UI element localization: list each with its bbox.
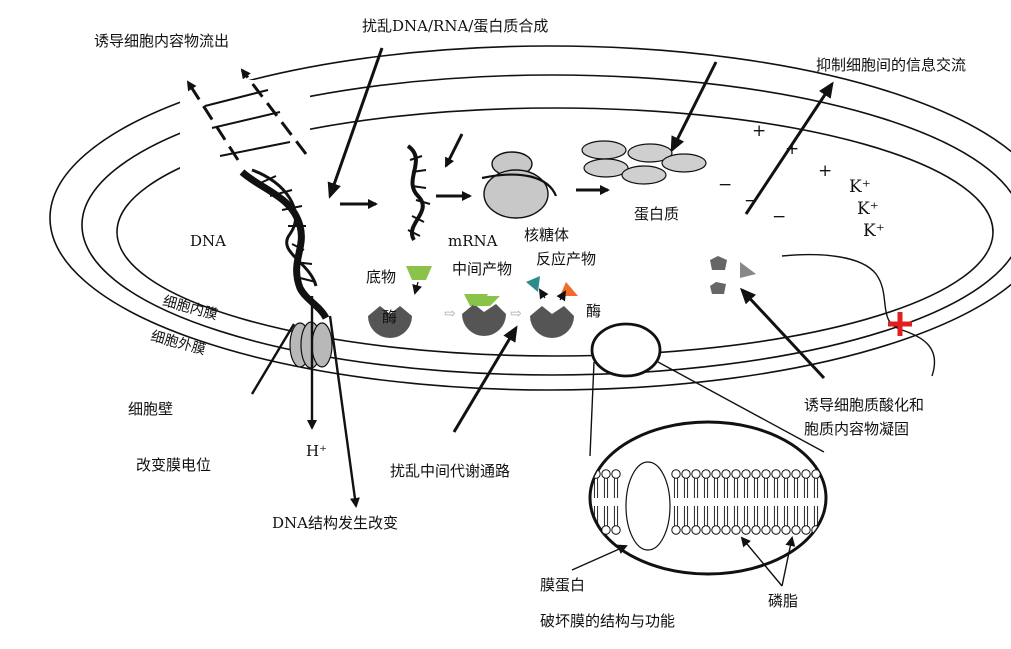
dna-change-label: DNA结构发生改变 bbox=[272, 514, 398, 532]
cell-wall-ring bbox=[49, 45, 1011, 391]
phospholipid-head bbox=[711, 525, 721, 535]
k-ion-2: K⁺ bbox=[857, 199, 879, 219]
phospholipid-pointer bbox=[740, 536, 796, 587]
phospholipid-head bbox=[721, 469, 731, 479]
phospholipid-head bbox=[741, 525, 751, 535]
outflow-arrows bbox=[186, 68, 308, 161]
phospholipid-head bbox=[711, 469, 721, 479]
destroy-membrane-label: 破坏膜的结构与功能 bbox=[540, 612, 675, 630]
membrane-zoom bbox=[588, 322, 828, 576]
phospholipid-head bbox=[741, 469, 751, 479]
substrate-label: 底物 bbox=[366, 268, 396, 286]
enzyme-right-label: 酶 bbox=[586, 302, 601, 320]
phospholipid-head bbox=[601, 525, 611, 535]
intermediate-label: 中间产物 bbox=[452, 260, 512, 278]
phospholipid-head bbox=[781, 525, 791, 535]
phospholipid-head bbox=[681, 525, 691, 535]
phospholipid-head bbox=[731, 469, 741, 479]
dna-helix bbox=[239, 168, 330, 320]
phospholipid-head bbox=[801, 469, 811, 479]
inhibit-communication-arrow bbox=[744, 81, 834, 215]
plus-charge-3: + bbox=[818, 161, 832, 181]
ribosome-label: 核糖体 bbox=[524, 226, 569, 244]
phospholipid-head bbox=[701, 525, 711, 535]
enzyme-pathway: ⇨ ⇨ bbox=[368, 266, 578, 338]
phospholipid-head bbox=[791, 469, 801, 479]
k-ion-1: K⁺ bbox=[849, 177, 871, 197]
outer-membrane-ring bbox=[81, 74, 1011, 376]
inhibit-communication-label: 抑制细胞间的信息交流 bbox=[816, 56, 966, 74]
phospholipid-head bbox=[721, 525, 731, 535]
acidify-label-line2: 胞质内容物凝固 bbox=[804, 420, 909, 438]
protein-cluster bbox=[581, 140, 707, 185]
acid-particles bbox=[710, 256, 756, 294]
cell-envelope bbox=[49, 45, 1011, 391]
reaction-product-label: 反应产物 bbox=[536, 250, 596, 268]
phospholipid-head bbox=[801, 525, 811, 535]
svg-text:⇨: ⇨ bbox=[444, 306, 456, 322]
protein-label: 蛋白质 bbox=[634, 205, 679, 223]
mrna-disrupt-arrow bbox=[444, 133, 464, 168]
minus-charge-2: − bbox=[744, 191, 758, 211]
phospholipid-head bbox=[761, 525, 771, 535]
inner-membrane-ring bbox=[116, 107, 994, 357]
enzyme-left-label: 酶 bbox=[382, 308, 397, 326]
signal-wire bbox=[781, 253, 936, 377]
phospholipid-head bbox=[611, 525, 621, 535]
phospholipid-head bbox=[781, 469, 791, 479]
membrane-protein-pointer bbox=[571, 544, 628, 571]
ribosome bbox=[481, 151, 558, 219]
phospholipid-head bbox=[601, 469, 611, 479]
dna-change-arrow bbox=[328, 315, 360, 508]
cell-wall-label: 细胞壁 bbox=[128, 400, 173, 418]
block-mark-icon bbox=[888, 312, 912, 336]
plus-charge-1: + bbox=[752, 121, 766, 141]
k-ion-3: K⁺ bbox=[863, 221, 885, 241]
dna-label: DNA bbox=[190, 232, 226, 250]
h-plus-label: H⁺ bbox=[306, 442, 327, 460]
disrupt-metabolism-arrow bbox=[452, 325, 518, 433]
phospholipid-head bbox=[751, 525, 761, 535]
phospholipid-head bbox=[771, 469, 781, 479]
inner-membrane-label: 细胞内膜 bbox=[161, 293, 219, 323]
phospholipid-head bbox=[611, 469, 621, 479]
phospholipid-head bbox=[731, 525, 741, 535]
phospholipid-head bbox=[671, 469, 681, 479]
phospholipid-head bbox=[701, 469, 711, 479]
membrane-protein-label: 膜蛋白 bbox=[540, 576, 585, 594]
phospholipid-head bbox=[691, 525, 701, 535]
phospholipid-head bbox=[771, 525, 781, 535]
plus-charge-2: + bbox=[785, 139, 799, 159]
outflow-label: 诱导细胞内容物流出 bbox=[94, 32, 229, 50]
phospholipid-head bbox=[691, 469, 701, 479]
mrna-label: mRNA bbox=[448, 232, 498, 250]
disrupt-protein-arrow bbox=[670, 61, 718, 153]
minus-charge-1: − bbox=[718, 175, 732, 195]
disrupt-synthesis-arrow bbox=[327, 47, 384, 199]
mrna-strand bbox=[406, 144, 431, 242]
acidify-label-line1: 诱导细胞质酸化和 bbox=[804, 396, 924, 414]
phospholipid-label: 磷脂 bbox=[768, 592, 798, 610]
minus-charge-3: − bbox=[772, 207, 786, 227]
change-potential-line bbox=[250, 323, 296, 395]
phospholipid-head bbox=[791, 525, 801, 535]
phospholipid-head bbox=[761, 469, 771, 479]
phospholipid-head bbox=[681, 469, 691, 479]
disrupt-metabolism-label: 扰乱中间代谢通路 bbox=[390, 462, 510, 480]
acidify-arrow bbox=[739, 287, 826, 380]
phospholipid-head bbox=[671, 525, 681, 535]
disrupt-synthesis-label: 扰乱DNA/RNA/蛋白质合成 bbox=[362, 17, 548, 35]
svg-text:⇨: ⇨ bbox=[510, 306, 522, 322]
change-potential-label: 改变膜电位 bbox=[136, 456, 211, 474]
phospholipid-head bbox=[751, 469, 761, 479]
